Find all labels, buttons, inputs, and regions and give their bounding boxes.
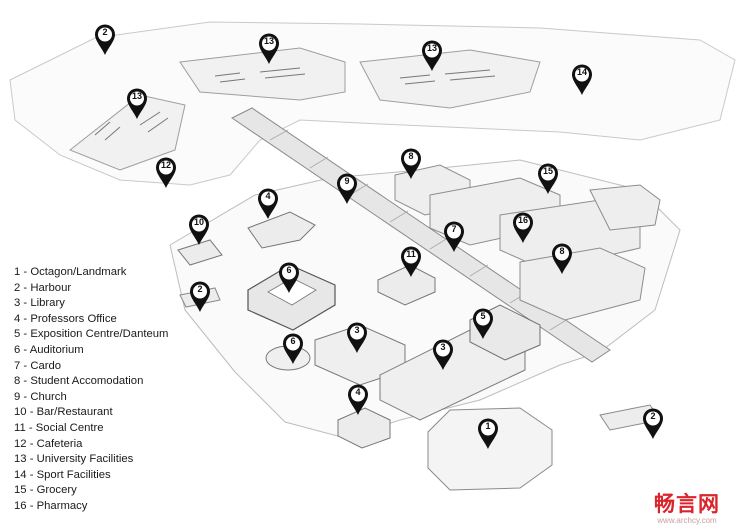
marker-university-facilities-2[interactable]: 13 — [421, 40, 443, 72]
facility-building-13b — [359, 49, 541, 109]
legend-item: 12 - Cafeteria — [14, 437, 83, 450]
watermark-brand: 畅言网 — [654, 493, 720, 516]
marker-exposition-centre[interactable]: 5 — [472, 308, 494, 340]
marker-label: 14 — [576, 67, 587, 77]
legend-item: 14 - Sport Facilities — [14, 468, 111, 481]
legend-item: 4 - Professors Office — [14, 312, 117, 325]
marker-cafeteria[interactable]: 12 — [155, 157, 177, 189]
marker-label: 15 — [542, 166, 553, 176]
legend-item: 3 - Library — [14, 297, 65, 310]
marker-professors-office-1[interactable]: 4 — [257, 188, 279, 220]
walkway-ribs — [269, 129, 569, 331]
marker-label: 3 — [440, 342, 446, 352]
marker-student-accommodation-1[interactable]: 8 — [400, 148, 422, 180]
marker-bar-restaurant[interactable]: 10 — [188, 214, 210, 246]
facility-building-13c — [69, 94, 186, 171]
legend-item: 7 - Cardo — [14, 359, 62, 372]
marker-auditorium-1[interactable]: 6 — [278, 262, 300, 294]
marker-label: 4 — [265, 191, 271, 201]
marker-label: 12 — [160, 160, 171, 170]
octagon-landmark — [427, 407, 553, 491]
marker-label: 3 — [354, 325, 360, 335]
marker-label: 6 — [286, 265, 292, 275]
marker-label: 4 — [355, 387, 361, 397]
marker-label: 5 — [480, 311, 486, 321]
marker-label: 8 — [559, 246, 565, 256]
marker-professors-office-2[interactable]: 4 — [347, 384, 369, 416]
marker-harbour-east[interactable]: 2 — [642, 408, 664, 440]
legend-item: 1 - Octagon/Landmark — [14, 266, 127, 278]
marker-label: 10 — [193, 217, 204, 227]
marker-church[interactable]: 9 — [336, 173, 358, 205]
professors-office — [337, 407, 391, 449]
marker-label: 6 — [290, 336, 296, 346]
marker-cardo[interactable]: 7 — [443, 221, 465, 253]
marker-pharmacy[interactable]: 16 — [512, 212, 534, 244]
marker-label: 13 — [131, 91, 142, 101]
legend-item: 16 - Pharmacy — [14, 499, 88, 512]
facility-building-13a — [179, 47, 346, 101]
watermark-logo: 畅言网 www.archcy.com — [632, 494, 742, 526]
marker-university-facilities-1[interactable]: 13 — [258, 33, 280, 65]
marker-harbour-north[interactable]: 2 — [94, 24, 116, 56]
marker-harbour-west[interactable]: 2 — [189, 281, 211, 313]
legend-item: 5 - Exposition Centre/Danteum — [14, 328, 169, 341]
marker-label: 2 — [102, 27, 108, 37]
marker-university-facilities-3[interactable]: 13 — [126, 88, 148, 120]
marker-social-centre[interactable]: 11 — [400, 246, 422, 278]
legend-item: 6 - Auditorium — [14, 343, 84, 356]
legend-item: 10 - Bar/Restaurant — [14, 406, 113, 419]
student-accommodation-blocks — [394, 164, 661, 321]
legend-item: 15 - Grocery — [14, 484, 77, 497]
marker-sport-facilities[interactable]: 14 — [571, 64, 593, 96]
marker-library-1[interactable]: 3 — [346, 322, 368, 354]
watermark-url: www.archcy.com — [657, 516, 717, 525]
professors-office-block — [247, 211, 316, 249]
marker-label: 9 — [344, 176, 350, 186]
marker-label: 2 — [197, 284, 203, 294]
cardo-walkway — [231, 107, 611, 363]
legend-item: 9 - Church — [14, 390, 67, 403]
marker-octagon-landmark[interactable]: 1 — [477, 418, 499, 450]
map-legend: 1 - Octagon/Landmark 2 - Harbour 3 - Lib… — [14, 265, 234, 515]
legend-item: 13 - University Facilities — [14, 453, 134, 466]
marker-label: 2 — [650, 411, 656, 421]
marker-label: 1 — [485, 421, 491, 431]
marker-label: 11 — [406, 249, 416, 259]
marker-label: 7 — [451, 224, 457, 234]
marker-label: 13 — [426, 43, 437, 53]
legend-item: 8 - Student Accomodation — [14, 375, 144, 388]
seating-rows — [94, 67, 496, 141]
legend-item: 11 - Social Centre — [14, 421, 104, 434]
marker-library-2[interactable]: 3 — [432, 339, 454, 371]
marker-grocery[interactable]: 15 — [537, 163, 559, 195]
marker-label: 8 — [408, 151, 414, 161]
marker-student-accommodation-2[interactable]: 8 — [551, 243, 573, 275]
marker-label: 13 — [263, 36, 274, 46]
marker-label: 16 — [517, 215, 528, 225]
marker-auditorium-2[interactable]: 6 — [282, 333, 304, 365]
legend-item: 2 - Harbour — [14, 281, 72, 294]
